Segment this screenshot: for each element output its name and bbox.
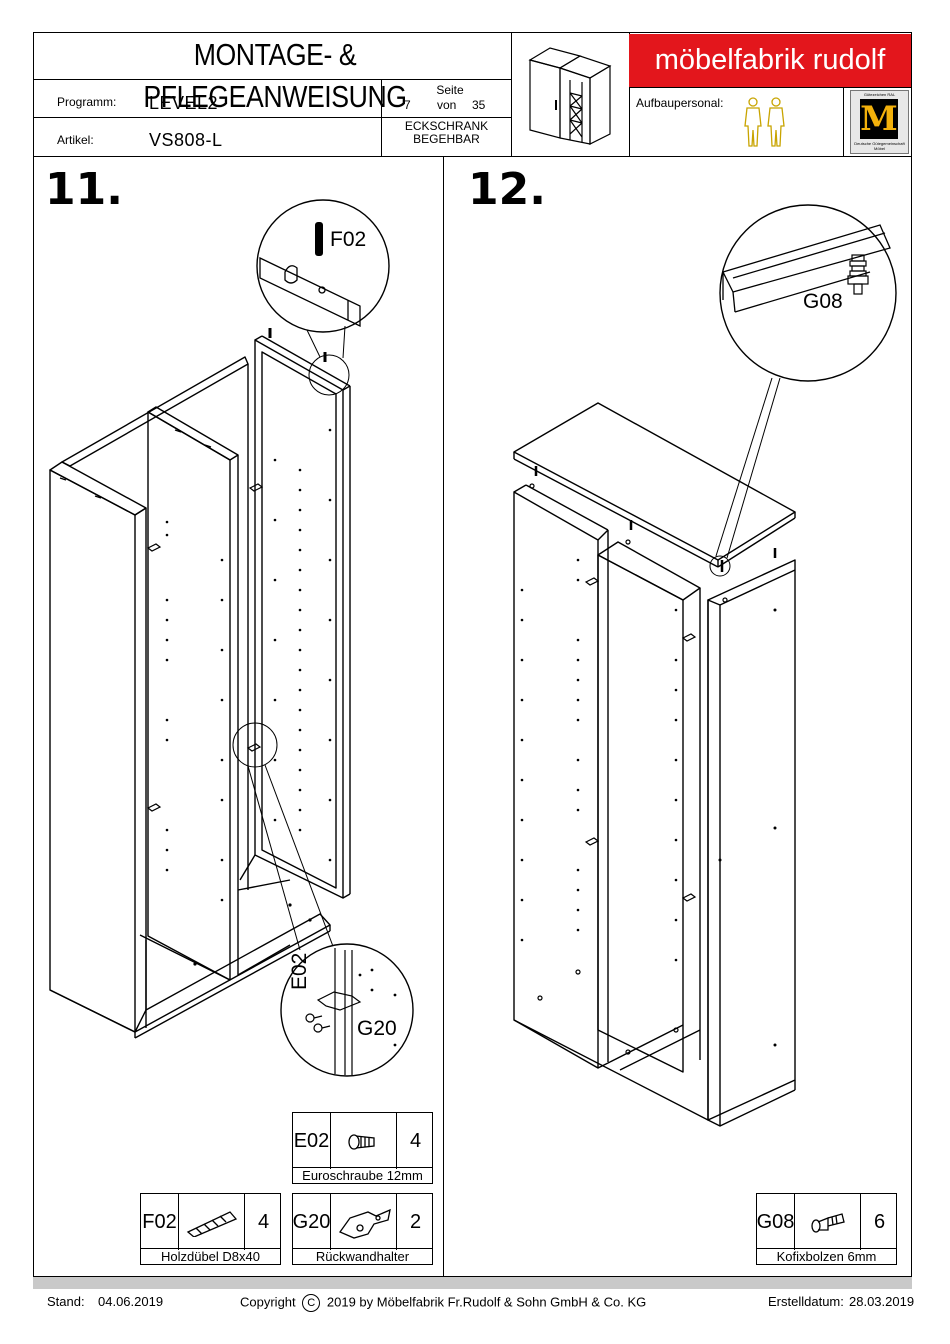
part-code: E02 <box>293 1113 331 1169</box>
stand-date: 04.06.2019 <box>98 1294 164 1309</box>
step-11-illustration <box>49 199 414 1077</box>
logo-bottom-text: Deutsche Gütegemeinschaft Möbel <box>854 141 905 151</box>
brand-banner: möbelfabrik rudolf <box>629 34 911 87</box>
part-name: Kofixbolzen 6mm <box>757 1248 896 1264</box>
part-box-g20: G20 2 Rückwandhalter <box>292 1193 433 1265</box>
part-name: Euroschraube 12mm <box>293 1167 432 1183</box>
screw-icon <box>331 1113 397 1169</box>
programm-value: LEVEL2 <box>149 93 219 113</box>
callout-f02: F02 <box>330 228 367 251</box>
step-divider <box>443 156 444 1277</box>
ral-quality-logo: Gütezeichen RAL M Deutsche Gütegemeinsch… <box>850 90 909 154</box>
callout-g08: G08 <box>803 290 843 313</box>
logo-letter: M <box>860 99 898 139</box>
part-box-g08: G08 6 Kofixbolzen 6mm <box>756 1193 897 1265</box>
artikel-label: Artikel: <box>57 133 94 147</box>
page-frame <box>33 32 912 1277</box>
footer-bar <box>33 1277 912 1289</box>
page-of-label: von <box>437 98 457 112</box>
programm-label: Programm: <box>57 95 117 109</box>
type-line-1: ECKSCHRANK <box>404 119 489 133</box>
header-divider <box>629 32 630 156</box>
part-qty: 4 <box>257 1210 270 1233</box>
step-12-illustration <box>513 204 897 1127</box>
part-box-e02: E02 4 Euroschraube 12mm <box>292 1112 433 1184</box>
bolt-icon <box>795 1194 861 1250</box>
bracket-icon <box>331 1194 397 1250</box>
erstell-date: 28.03.2019 <box>849 1294 915 1309</box>
page-total: 35 <box>472 98 486 112</box>
part-qty: 4 <box>409 1129 422 1152</box>
header-divider <box>33 79 511 80</box>
part-box-f02: F02 4 Holzdübel D8x40 <box>140 1193 281 1265</box>
copyright-label: Copyright <box>240 1294 296 1310</box>
header-divider <box>843 87 844 156</box>
part-qty: 2 <box>409 1210 422 1233</box>
part-code: G20 <box>293 1194 331 1250</box>
stand-label: Stand: <box>47 1294 85 1309</box>
dowel-icon <box>179 1194 245 1250</box>
document-title: MONTAGE- & PFLEGEANWEISUNG <box>143 37 407 114</box>
part-code: F02 <box>141 1194 179 1250</box>
copyright-symbol: C <box>302 1294 321 1312</box>
step-number: 12. <box>468 164 546 215</box>
artikel-value: VS808-L <box>149 130 223 150</box>
part-qty: 6 <box>873 1210 886 1233</box>
copyright-text: 2019 by Möbelfabrik Fr.Rudolf & Sohn Gmb… <box>326 1294 647 1310</box>
aufbaupersonal-label: Aufbaupersonal: <box>636 96 724 110</box>
header-divider <box>629 87 912 88</box>
product-thumbnail <box>528 47 612 145</box>
callout-e02: E02 <box>288 952 311 990</box>
header-divider <box>33 117 511 118</box>
logo-top-text: Gütezeichen RAL <box>863 92 896 97</box>
page-current: 7 <box>404 98 411 112</box>
header-divider <box>381 79 382 156</box>
step-number: 11. <box>45 164 123 215</box>
callout-g20: G20 <box>357 1017 397 1040</box>
header-bottom-line <box>33 156 912 157</box>
header-divider <box>511 32 512 156</box>
seite-label: Seite <box>436 83 464 97</box>
part-name: Holzdübel D8x40 <box>141 1248 280 1264</box>
part-name: Rückwandhalter <box>293 1248 432 1264</box>
part-code: G08 <box>757 1194 795 1250</box>
type-line-2: BEGEHBAR <box>413 132 480 146</box>
two-person-icon <box>744 97 785 147</box>
copyright: Copyright C 2019 by Möbelfabrik Fr.Rudol… <box>240 1294 646 1312</box>
erstell-label: Erstelldatum: <box>768 1294 844 1309</box>
